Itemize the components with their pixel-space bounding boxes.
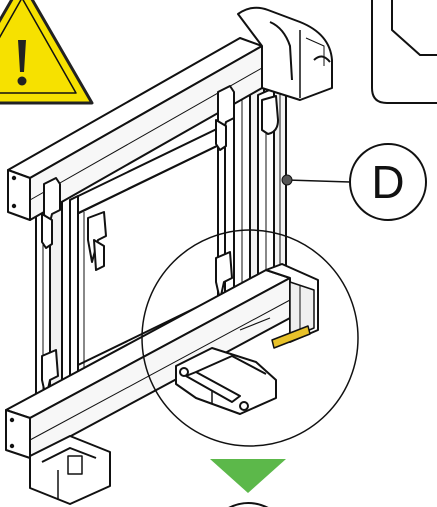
mounting-clip — [215, 251, 233, 301]
next-step-bubble — [228, 502, 269, 507]
inset-panel — [371, 0, 437, 104]
top-end-cap — [237, 6, 333, 101]
mounting-clip — [87, 211, 107, 271]
bottom-end-cap — [265, 263, 319, 343]
highlight-bar — [239, 317, 311, 349]
callout-label: D — [371, 156, 404, 208]
mounting-clip — [215, 85, 235, 151]
mounting-clip — [261, 95, 279, 135]
bottom-bracket — [175, 347, 277, 415]
mounting-clip — [41, 177, 61, 249]
callout-leader — [286, 179, 351, 183]
warning-triangle-icon — [0, 0, 94, 105]
bottom-bracket — [29, 435, 111, 505]
callout-circle — [349, 143, 427, 221]
front-post-right — [257, 81, 287, 327]
bottom-beam — [5, 269, 291, 459]
arrow-down-icon — [210, 459, 286, 493]
callout-anchor-dot — [281, 174, 293, 186]
mounting-clip — [41, 349, 59, 399]
detail-zoom-circle — [141, 229, 359, 447]
